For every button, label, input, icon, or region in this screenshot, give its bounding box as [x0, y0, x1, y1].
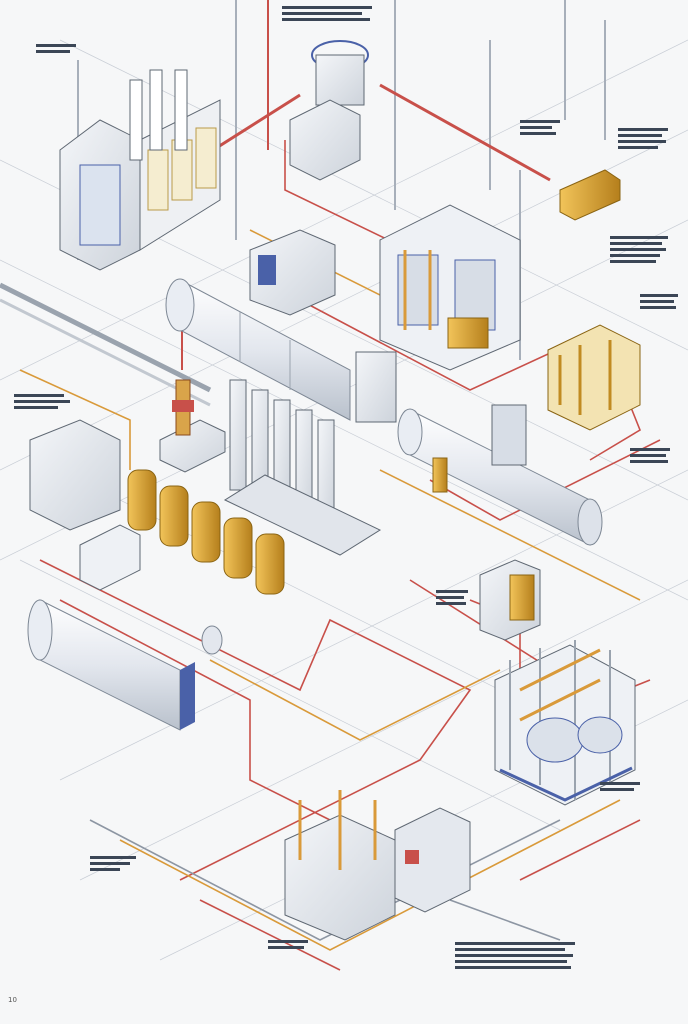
- switchgear-icon: [479, 559, 541, 641]
- control-cabinet-icon: [59, 69, 221, 271]
- reactor-skid-icon: [284, 790, 471, 941]
- horizontal-drum-icon: [27, 599, 223, 731]
- reactor-vessel-icon: [379, 204, 521, 371]
- transformer-icon: [547, 324, 641, 431]
- page-number: 10: [8, 996, 17, 1004]
- callout-labels: [14, 6, 678, 969]
- heat-exchanger-icon: [165, 278, 397, 423]
- pump-icon: [559, 169, 621, 221]
- tank-row-icon: [127, 469, 285, 595]
- compressor-icon: [289, 40, 369, 181]
- filter-unit-icon: [29, 419, 141, 591]
- process-module-icon: [494, 640, 636, 806]
- pipe-rack-left: [0, 282, 212, 407]
- valve-tree-icon: [159, 379, 226, 473]
- distillation-column-icon: [223, 379, 382, 556]
- control-panel-small-icon: [249, 229, 336, 316]
- pipe-network: [19, 83, 661, 971]
- storage-tank-icon: [397, 404, 603, 546]
